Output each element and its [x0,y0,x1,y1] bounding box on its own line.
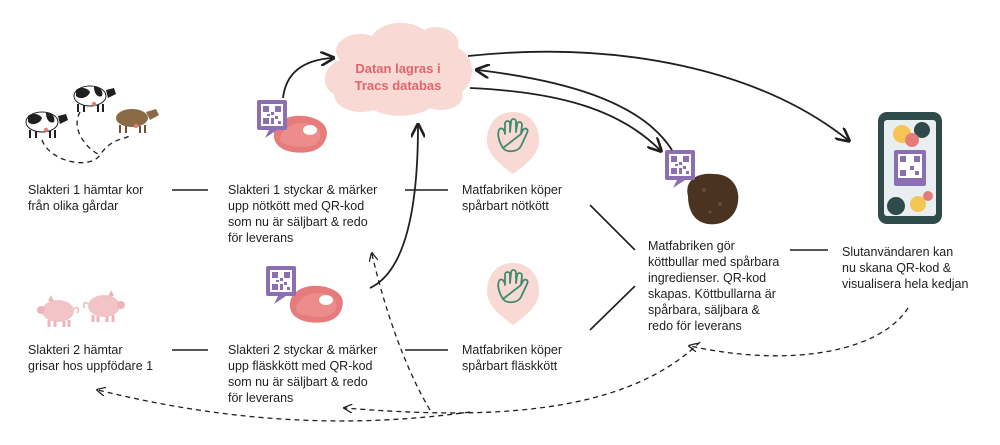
arrow-to-cloud [282,58,332,99]
step-matfabrik-notkott: Matfabriken köper spårbart nötkött [462,183,563,213]
step-slakteri2-styckar: Slakteri 2 styckar & märker upp fläskköt… [228,343,378,405]
hand-icon [486,111,540,175]
flow-arrows [282,50,848,289]
cow-icon [115,108,160,134]
database-cloud [324,22,473,116]
cow-icon [73,85,117,113]
dashed-arrow [372,254,431,411]
pig-icon [82,288,127,324]
arrow-cloud-to-phone [467,50,848,140]
step-slakteri1-hamtar: Slakteri 1 hämtar kor från olika gårdar [28,183,144,213]
steak-icon [289,285,343,323]
cloud-text: Datan lagras i Tracs databas [354,61,442,93]
connector-line [589,204,636,251]
cow-icon [25,111,69,139]
step-matfabrik-kottbullar: Matfabriken gör köttbullar med spårbara … [648,239,780,333]
connectors [172,189,828,351]
arrow-meatball-to-cloud [478,70,673,151]
connector-line [589,285,636,331]
step-matfabrik-flaskkott: Matfabriken köper spårbart fläskkött [462,343,563,373]
step-slutanvandaren: Slutanvändaren kan nu skana QR-kod & vis… [842,245,969,291]
arrow-to-cloud [369,126,418,289]
phone-icon [878,112,942,224]
dashed-arrow [98,390,471,422]
cloud-shape [324,22,473,116]
dashed-arrow [690,307,909,357]
dashed-arrow [41,135,131,164]
hand-icon [486,262,540,326]
trace-back-arrows [41,111,909,422]
meatball-icon [687,173,739,225]
dashed-arrow [76,111,101,156]
step-slakteri2-hamtar: Slakteri 2 hämtar grisar hos uppfödare 1 [28,343,154,373]
step-slakteri1-styckar: Slakteri 1 styckar & märker upp nötkött … [228,183,378,245]
arrow-cloud-to-meatball [469,87,660,150]
pig-icon [35,293,80,329]
